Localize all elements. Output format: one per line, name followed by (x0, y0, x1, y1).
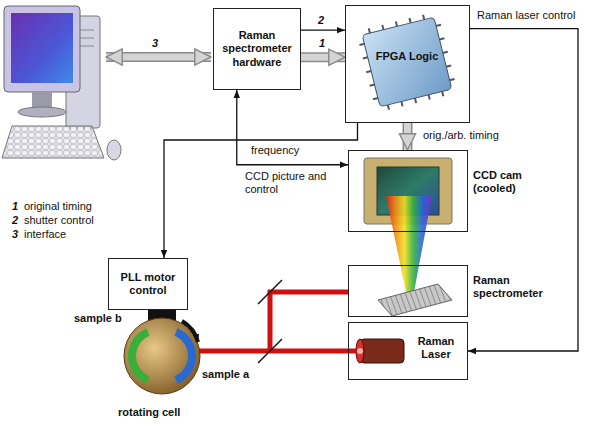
text-label: sample a (202, 368, 249, 381)
camera-box: CCD cam (cooled) (348, 150, 468, 232)
connector (407, 123, 408, 150)
connector-line (237, 90, 348, 165)
signal-label: CCD picture and control (244, 170, 342, 196)
node-label: FPGA Logic (346, 50, 468, 63)
signal-label: orig./arb. timing (422, 129, 500, 142)
rotating-cell (124, 309, 200, 394)
callout-number: 3 (152, 37, 158, 50)
mirror (258, 280, 282, 304)
node-label: Raman spectrometer (473, 274, 553, 300)
connector (164, 123, 358, 258)
connector-line (301, 54, 345, 61)
callout-number: 1 (318, 37, 326, 50)
laser-icon (356, 339, 404, 363)
connector (301, 30, 345, 31)
connector-outline (301, 52, 345, 62)
beam-splitter (258, 339, 282, 363)
connector-line (404, 123, 411, 150)
node-label: PLL motor control (112, 271, 184, 297)
grating (378, 284, 452, 316)
node-label: Raman spectrometer hardware (217, 29, 297, 69)
laser-box: Raman Laser (348, 322, 468, 380)
signal-label: Raman laser control (476, 9, 576, 22)
connector-line (301, 29, 345, 30)
callout-number: 3 (12, 228, 18, 241)
connector (237, 90, 348, 165)
computer-icon (2, 6, 121, 160)
text-label: sample b (74, 312, 122, 325)
signal-label: frequency (250, 144, 300, 157)
connector-line (164, 123, 358, 258)
spectrum-fan (386, 196, 432, 292)
node-label: Raman Laser (407, 335, 465, 361)
text-label: original timing (24, 200, 92, 213)
callout-number: 1 (12, 200, 18, 213)
connector-line (468, 29, 578, 351)
node-label: CCD cam (cooled) (473, 169, 545, 195)
fpga-box: FPGA Logic (345, 5, 470, 123)
process-box: Raman spectrometer hardware (213, 8, 301, 90)
process-box: PLL motor control (108, 258, 188, 310)
text-label: interface (24, 228, 66, 241)
text-label: shutter control (24, 214, 94, 227)
connector (301, 57, 345, 58)
callout-number: 2 (12, 214, 18, 227)
spectrometer-box: Raman spectrometer (348, 265, 468, 317)
laser-beam (189, 292, 356, 351)
connector-outline (403, 123, 413, 150)
interface-arrow (106, 57, 211, 58)
text-label: rotating cell (118, 406, 180, 419)
connector (468, 29, 578, 351)
callout-number: 2 (317, 14, 325, 27)
